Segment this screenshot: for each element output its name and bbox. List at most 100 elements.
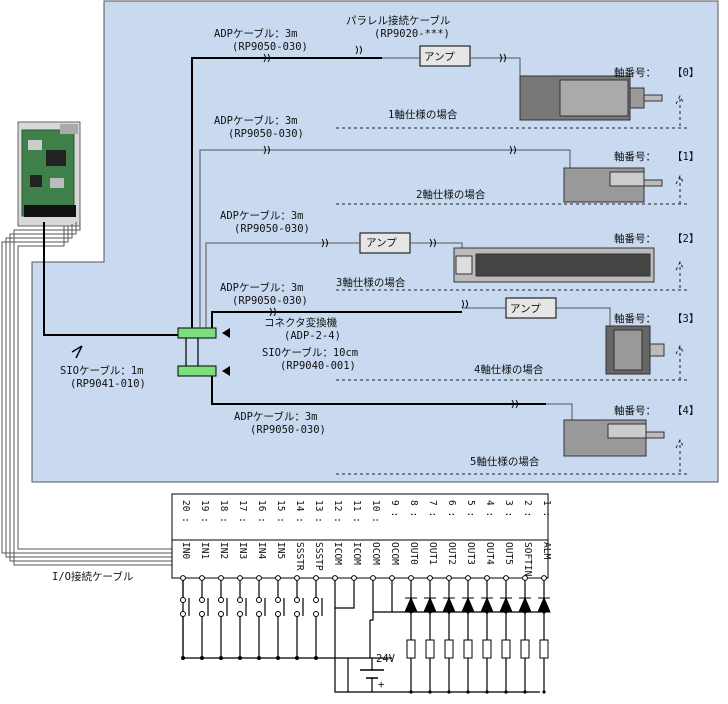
- terminal-pin-number: 12 :: [332, 500, 343, 523]
- terminal-screw: [199, 575, 205, 581]
- terminal-screw: [522, 575, 528, 581]
- terminal-pin-signal: IN1: [199, 542, 210, 559]
- terminal-pin-signal: OCOM: [370, 542, 381, 565]
- axis-1-no-label: 軸番号：: [614, 150, 656, 163]
- controller-board: [17, 121, 81, 227]
- switch-contact: [313, 611, 319, 617]
- terminal-pin-number: 2 :: [522, 500, 533, 517]
- switch-contact: [237, 611, 243, 617]
- axis-4-cable-code: (RP9050-030): [250, 424, 326, 436]
- terminal-pin-number: 5 :: [465, 500, 476, 517]
- resistor-icon: [444, 639, 454, 659]
- switch-contact: [313, 597, 319, 603]
- terminal-screw: [237, 575, 243, 581]
- diode-icon: [461, 596, 475, 613]
- terminal-pin-signal: OUT4: [484, 542, 495, 565]
- axis-0-assembly: [382, 45, 663, 121]
- axis-0-spec-label: 1軸仕様の場合: [388, 108, 458, 121]
- terminal-pin-signal: OUT5: [503, 542, 514, 565]
- converter-label: コネクタ変換機: [264, 316, 338, 329]
- axis-0-no-label: 軸番号：: [614, 66, 656, 79]
- terminal-pin-number: 15 :: [275, 500, 286, 523]
- terminal-pin-signal: OUT2: [446, 542, 457, 565]
- diode-icon: [442, 596, 456, 613]
- axis-2-no-label: 軸番号：: [614, 232, 656, 245]
- terminal-screw: [503, 575, 509, 581]
- terminal-pin-number: 17 :: [237, 500, 248, 523]
- sio-short-code: (RP9040-001): [280, 360, 356, 372]
- axis-4-spec-label: 5軸仕様の場合: [470, 455, 540, 468]
- cable-break-marks: [263, 45, 518, 409]
- terminal-pin-number: 11 :: [351, 500, 362, 523]
- axis-0-no: 【0】: [672, 67, 699, 79]
- sio-long-label: SIOケーブル：1m: [60, 364, 143, 377]
- terminal-pin-number: 6 :: [446, 500, 457, 517]
- axis-4-no-label: 軸番号：: [614, 404, 656, 417]
- switch-contact: [294, 597, 300, 603]
- axis-separators: [336, 94, 690, 475]
- diode-icon: [499, 596, 513, 613]
- terminal-pin-number: 13 :: [313, 500, 324, 523]
- axis-3-cable-code: (RP9050-030): [232, 295, 308, 307]
- switch-contact: [256, 597, 262, 603]
- axis-1-cable-label: ADPケーブル：3m: [214, 114, 297, 127]
- adp-cables: [191, 57, 546, 405]
- switch-contact: [180, 611, 186, 617]
- terminal-pin-number: 9 :: [389, 500, 400, 517]
- terminal-pin-signal: ICOM: [351, 542, 362, 565]
- sio-short-label: SIOケーブル：10cm: [262, 346, 358, 359]
- amp-0-label: アンプ: [424, 51, 455, 63]
- axis-2-spec-label: 3軸仕様の場合: [336, 276, 406, 289]
- axis-4-no: 【4】: [672, 405, 699, 417]
- switch-contact: [180, 597, 186, 603]
- terminal-screw: [180, 575, 186, 581]
- switch-contact: [199, 611, 205, 617]
- axis-1-cable-code: (RP9050-030): [228, 128, 304, 140]
- switch-contact: [218, 611, 224, 617]
- terminal-pin-number: 14 :: [294, 500, 305, 523]
- battery-icon: [360, 669, 384, 679]
- switch-contact: [199, 597, 205, 603]
- power-plus: +: [378, 679, 384, 691]
- terminal-pin-signal: OCOM: [389, 542, 400, 565]
- axis-0-cable-label: ADPケーブル：3m: [214, 27, 297, 40]
- terminal-pin-number: 4 :: [484, 500, 495, 517]
- terminal-pin-signal: ICOM: [332, 542, 343, 565]
- resistor-icon: [482, 639, 492, 659]
- terminal-pin-signal: OUT0: [408, 542, 419, 565]
- resistor-icon: [501, 639, 511, 659]
- terminal-pin-signal: SSSTR: [294, 542, 305, 571]
- terminal-pin-signal: OUT3: [465, 542, 476, 565]
- terminal-screw: [484, 575, 490, 581]
- switch-contact: [256, 611, 262, 617]
- terminal-screw: [370, 575, 376, 581]
- terminal-pin-number: 1 :: [541, 500, 552, 517]
- terminal-pin-number: 7 :: [427, 500, 438, 517]
- resistor-icon: [463, 639, 473, 659]
- parallel-cable-code: (RP9020-***): [374, 28, 450, 40]
- terminal-pin-number: 10 :: [370, 500, 381, 523]
- terminal-pin-signal: ALM: [541, 542, 552, 559]
- terminal-pin-signal: SOFTIN: [522, 542, 533, 577]
- resistor-icon: [425, 639, 435, 659]
- diode-icon: [518, 596, 532, 613]
- diode-icon: [404, 596, 418, 613]
- axis-0-cable-code: (RP9050-030): [232, 41, 308, 53]
- terminal-pin-signal: OUT1: [427, 542, 438, 565]
- switch-contact: [275, 597, 281, 603]
- axis-2-assembly: [338, 232, 655, 283]
- amp-3-label: アンプ: [510, 303, 541, 315]
- terminal-pin-number: 3 :: [503, 500, 514, 517]
- terminal-screw: [332, 575, 338, 581]
- io-cable-label: I/O接続ケーブル: [52, 570, 133, 583]
- axis-3-assembly: [462, 297, 665, 375]
- terminal-screw: [256, 575, 262, 581]
- power-label: 24V: [376, 653, 396, 665]
- sio-cable-long: [43, 222, 178, 336]
- terminal-pin-number: 16 :: [256, 500, 267, 523]
- amp-2-label: アンプ: [366, 237, 397, 249]
- diode-icon: [480, 596, 494, 613]
- parallel-cable-label: パラレル接続ケーブル: [346, 14, 450, 27]
- axis-1-assembly: [540, 149, 663, 203]
